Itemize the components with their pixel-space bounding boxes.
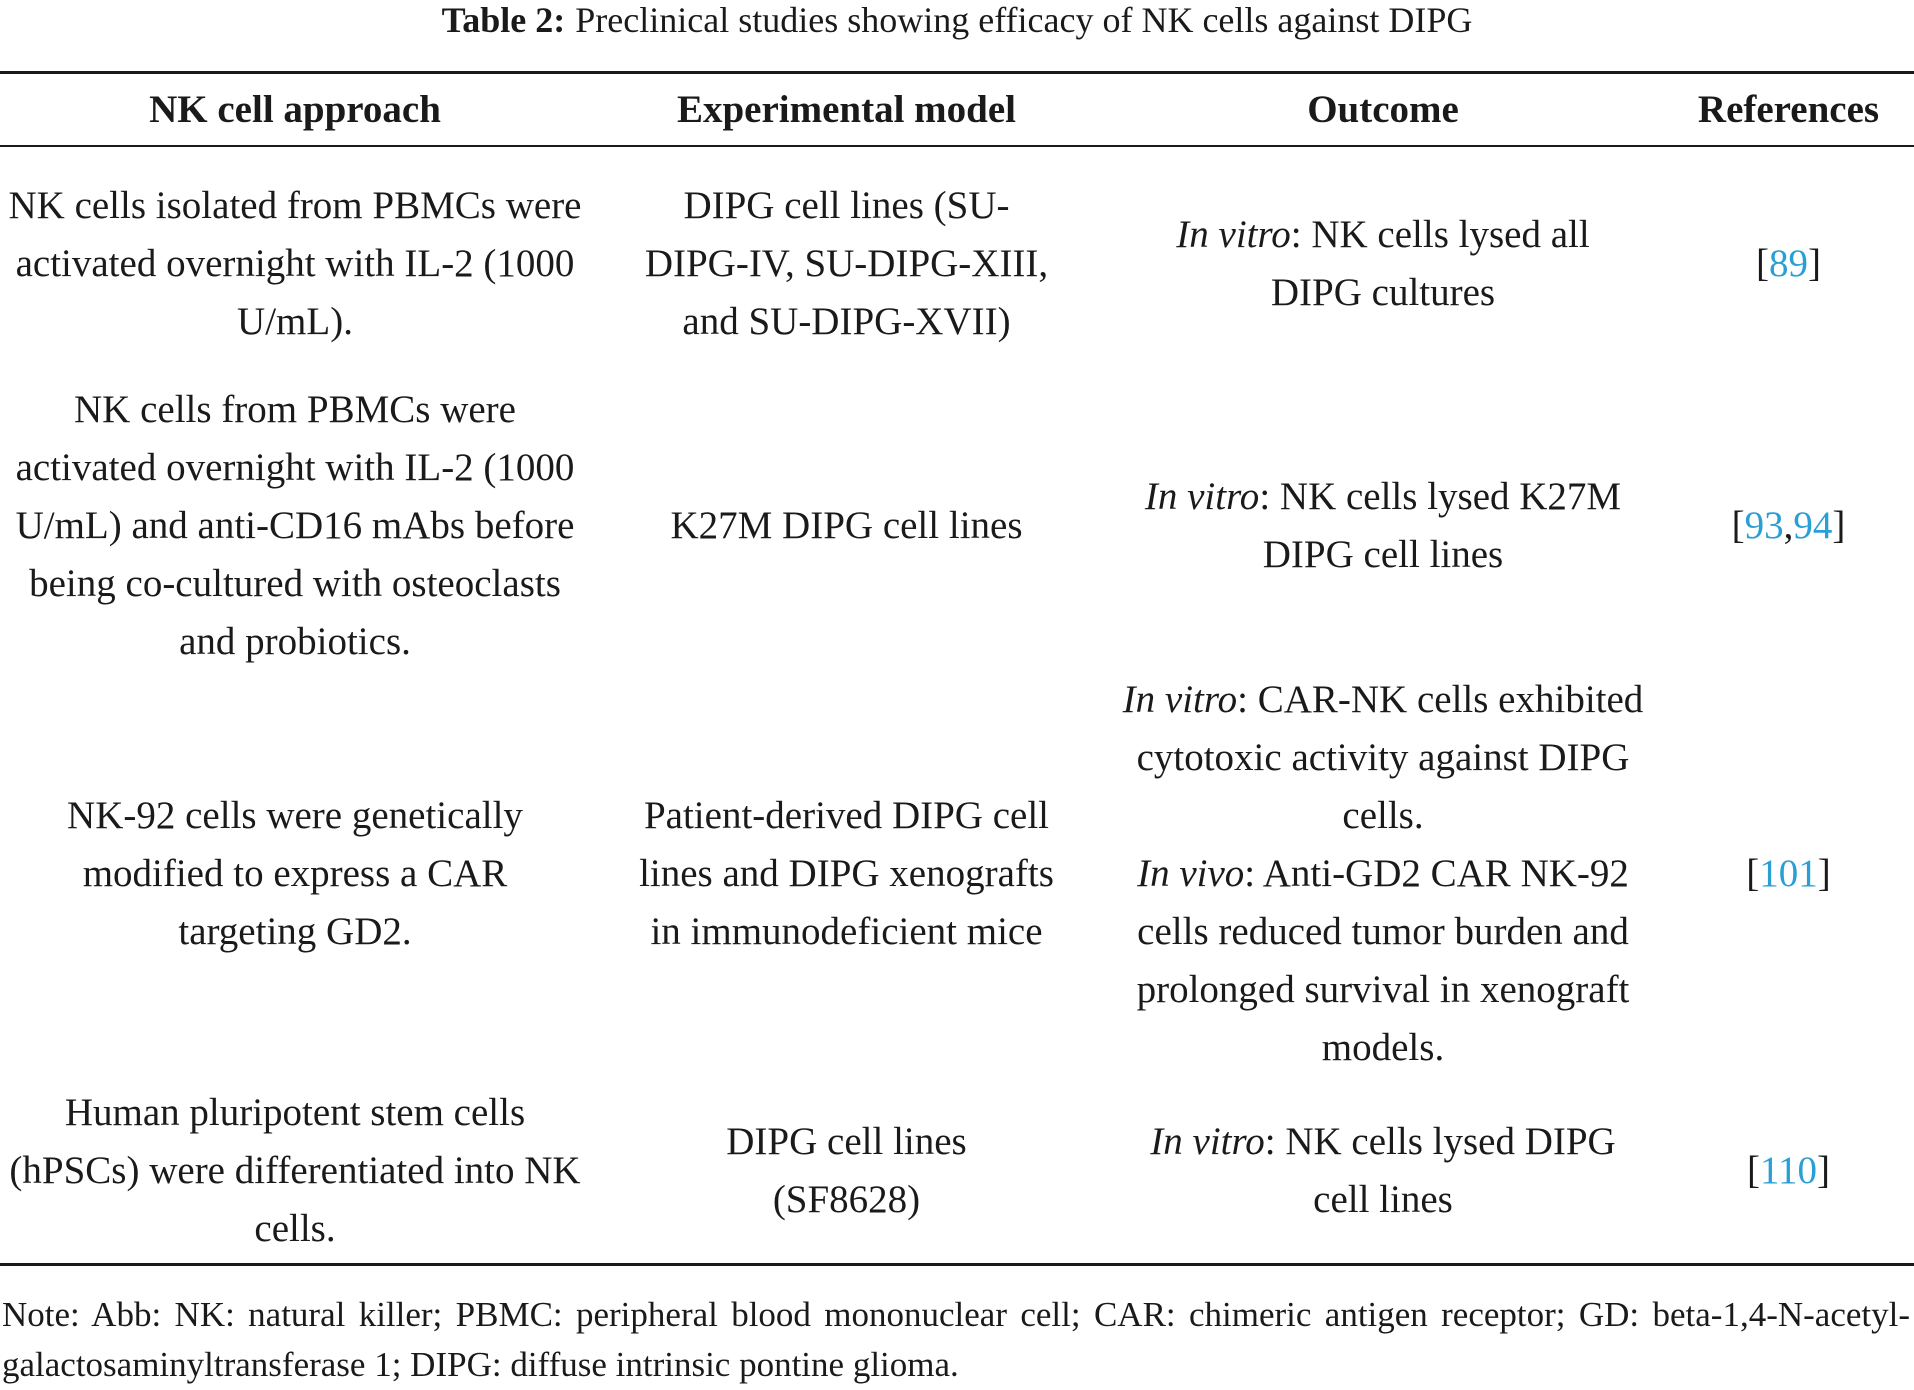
cell-approach: NK-92 cells were genetically modified to… — [0, 671, 590, 1077]
cell-references: [101] — [1746, 852, 1831, 895]
approach-text: NK cells isolated from PBMCs were activa… — [8, 184, 582, 343]
reference-link[interactable]: 93 — [1744, 504, 1784, 547]
caption-text: Preclinical studies showing efficacy of … — [575, 0, 1473, 40]
model-text: K27M DIPG cell lines — [670, 504, 1023, 547]
reference-link[interactable]: 101 — [1759, 852, 1818, 895]
table-row: NK-92 cells were genetically modified to… — [0, 671, 1914, 1077]
approach-text: Human pluripotent stem cells (hPSCs) wer… — [9, 1091, 581, 1250]
cell-model: K27M DIPG cell lines — [590, 381, 1103, 671]
cell-outcome: In vitro: NK cells lysed DIPG cell lines — [1103, 1077, 1663, 1265]
outcome-line: In vitro: CAR-NK cells exhibited cytotox… — [1115, 671, 1651, 845]
outcome-label: In vitro — [1144, 475, 1260, 518]
studies-table: NK cell approach Experimental model Outc… — [0, 74, 1914, 1265]
header-row: NK cell approach Experimental model Outc… — [0, 74, 1914, 147]
outcome-label: In vitro — [1150, 1120, 1265, 1163]
cell-outcome: In vitro: CAR-NK cells exhibited cytotox… — [1103, 671, 1663, 1077]
cell-model: DIPG cell lines (SU-DIPG-IV, SU-DIPG-XII… — [590, 146, 1103, 381]
reference-link[interactable]: 94 — [1793, 504, 1833, 547]
outcome-label: In vivo — [1137, 852, 1245, 895]
approach-text: NK-92 cells were genetically modified to… — [67, 794, 523, 953]
outcome-label: In vitro — [1176, 213, 1291, 256]
reference-link[interactable]: 110 — [1759, 1149, 1818, 1192]
table-caption: Table 2:Preclinical studies showing effi… — [0, 2, 1914, 38]
table-row: Human pluripotent stem cells (hPSCs) wer… — [0, 1077, 1914, 1265]
cell-approach: NK cells isolated from PBMCs were activa… — [0, 146, 590, 381]
outcome-text: In vitro: NK cells lysed K27M DIPG cell … — [1103, 468, 1663, 584]
cell-references: [110] — [1746, 1149, 1831, 1192]
cell-model: Patient-derived DIPG cell lines and DIPG… — [590, 671, 1103, 1077]
table-row: NK cells from PBMCs were activated overn… — [0, 381, 1914, 671]
cell-approach: Human pluripotent stem cells (hPSCs) wer… — [0, 1077, 590, 1265]
model-text: DIPG cell lines (SF8628) — [726, 1120, 967, 1221]
outcome-detail: : NK cells lysed DIPG cell lines — [1264, 1120, 1616, 1221]
outcome-detail: : NK cells lysed all DIPG cultures — [1270, 213, 1590, 314]
outcome-detail: : NK cells lysed K27M DIPG cell lines — [1259, 475, 1622, 576]
header-references: References — [1663, 74, 1914, 147]
outcome-text: In vitro: CAR-NK cells exhibited cytotox… — [1103, 671, 1663, 1077]
outcome-text: In vitro: NK cells lysed DIPG cell lines — [1103, 1113, 1663, 1229]
bottom-rule — [0, 1263, 1914, 1266]
outcome-text: In vitro: NK cells lysed all DIPG cultur… — [1103, 206, 1663, 322]
header-approach: NK cell approach — [0, 74, 590, 147]
header-outcome: Outcome — [1103, 74, 1663, 147]
table-note: Note: Abb: NK: natural killer; PBMC: per… — [2, 1295, 1910, 1384]
cell-references: [89] — [1756, 242, 1821, 285]
cell-model: DIPG cell lines (SF8628) — [590, 1077, 1103, 1265]
outcome-detail: : Anti-GD2 CAR NK-92 cells reduced tumor… — [1136, 852, 1630, 1069]
cell-references: [93,94] — [1731, 504, 1846, 547]
cell-outcome: In vitro: NK cells lysed all DIPG cultur… — [1103, 146, 1663, 381]
model-text: DIPG cell lines (SU-DIPG-IV, SU-DIPG-XII… — [644, 184, 1049, 343]
cell-approach: NK cells from PBMCs were activated overn… — [0, 381, 590, 671]
cell-outcome: In vitro: NK cells lysed K27M DIPG cell … — [1103, 381, 1663, 671]
header-model: Experimental model — [590, 74, 1103, 147]
table-row: NK cells isolated from PBMCs were activa… — [0, 146, 1914, 381]
caption-label: Table 2: — [441, 0, 566, 40]
outcome-label: In vitro — [1122, 678, 1238, 721]
reference-link[interactable]: 89 — [1769, 242, 1808, 285]
outcome-detail: : CAR-NK cells exhibited cytotoxic activ… — [1136, 678, 1644, 837]
approach-text: NK cells from PBMCs were activated overn… — [15, 388, 575, 663]
outcome-line: In vivo: Anti-GD2 CAR NK-92 cells reduce… — [1115, 845, 1651, 1077]
top-rule — [0, 71, 1914, 74]
model-text: Patient-derived DIPG cell lines and DIPG… — [639, 794, 1054, 953]
